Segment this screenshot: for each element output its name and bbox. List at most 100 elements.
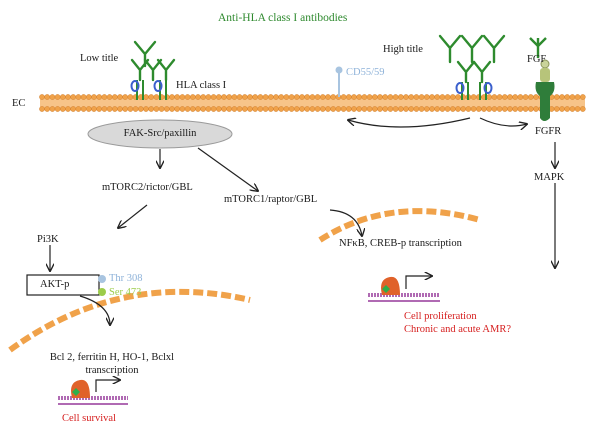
membrane-lipid-head (39, 94, 45, 100)
membrane-lipid-head (262, 106, 269, 112)
membrane-lipid-head (554, 106, 560, 112)
membrane-lipid-head (325, 94, 331, 100)
membrane-lipid-head (423, 106, 430, 112)
membrane-lipid-head (325, 106, 331, 112)
membrane-lipid-head (231, 106, 238, 112)
membrane-lipid-head (413, 94, 420, 100)
membrane-lipid-head (512, 106, 519, 112)
hla-class-i-molecules-low (130, 80, 167, 100)
membrane-lipid-head (444, 106, 451, 112)
membrane-lipid-head (153, 94, 160, 100)
membrane-lipid-head (189, 106, 196, 112)
transcription-complex-proliferation (368, 276, 440, 302)
membrane-lipid-head (179, 94, 186, 100)
ser-473-label: Ser 473 (109, 287, 142, 298)
membrane-lipid-head (512, 94, 519, 100)
cd55-59-anchor (335, 66, 343, 97)
membrane-lipid-head (564, 106, 571, 112)
membrane-lipid-head (491, 106, 498, 112)
membrane-lipid-head (143, 106, 149, 112)
membrane-lipid-head (112, 106, 118, 112)
membrane-lipid-head (351, 106, 357, 112)
nfkb-creb-label: NFκB, CREB-p transcription (339, 238, 462, 249)
bcl2-genes-line1: Bcl 2, ferritin H, HO-1, Bclxl (49, 352, 175, 363)
membrane-lipid-head (179, 106, 186, 112)
nucleus-membrane-right (318, 208, 481, 243)
membrane-lipid-head (574, 94, 581, 100)
membrane-lipid-head (559, 106, 565, 112)
membrane-lipid-head (434, 94, 441, 100)
membrane-lipid-head (330, 94, 337, 100)
membrane-lipid-head (210, 94, 217, 100)
membrane-lipid-head (127, 94, 134, 100)
fgf-label: FGF (527, 54, 547, 65)
membrane-lipid-head (80, 94, 87, 100)
membrane-lipid-head (86, 106, 92, 112)
membrane-lipid-head (200, 106, 206, 112)
membrane-lipid-head (475, 106, 482, 112)
membrane-lipid-head (215, 106, 222, 112)
membrane-lipid-head (106, 94, 113, 100)
membrane-lipid-head (210, 106, 217, 112)
membrane-lipid-head (345, 94, 352, 100)
membrane-lipid-head (54, 94, 61, 100)
membrane-lipid-head (200, 94, 206, 100)
membrane-lipid-head (371, 94, 378, 100)
membrane-lipid-head (304, 94, 311, 100)
membrane-lipid-head (283, 106, 290, 112)
membrane-lipid-head (96, 94, 102, 100)
mtorc1-label: mTORC1/raptor/GBL (224, 194, 318, 205)
cell-membrane (39, 94, 586, 112)
membrane-lipid-head (413, 106, 420, 112)
membrane-lipid-head (434, 106, 441, 112)
fak-src-paxillin-label: FAK-Src/paxillin (123, 128, 197, 139)
fak-src-paxillin-oval (87, 119, 233, 149)
membrane-lipid-head (122, 94, 128, 100)
membrane-lipid-head (481, 106, 487, 112)
membrane-lipid-head (382, 106, 389, 112)
membrane-lipid-head (533, 94, 539, 100)
akt-p-label: AKT-p (40, 279, 70, 290)
membrane-lipid-head (148, 94, 154, 100)
membrane-lipid-head (517, 106, 524, 112)
membrane-lipid-head (507, 106, 513, 112)
membrane-lipid-head (335, 106, 342, 112)
membrane-lipid-head (252, 106, 258, 112)
membrane-lipid-head (554, 94, 560, 100)
membrane-lipid-head (439, 106, 446, 112)
pi3k-label: Pi3K (37, 234, 59, 245)
membrane-lipid-head (470, 94, 477, 100)
membrane-lipid-head (49, 106, 56, 112)
membrane-lipid-head (330, 106, 337, 112)
membrane-lipid-head (356, 106, 363, 112)
membrane-lipid-head (117, 106, 123, 112)
membrane-lipid-head (273, 106, 279, 112)
cell-survival-label: Cell survival (62, 413, 116, 424)
membrane-lipid-head (226, 94, 232, 100)
amr-label: Chronic and acute AMR? (404, 324, 512, 335)
membrane-lipid-head (522, 106, 529, 112)
membrane-lipid-head (319, 106, 326, 112)
membrane-lipid-head (299, 106, 305, 112)
membrane-lipid-head (163, 106, 170, 112)
membrane-lipid-head (195, 106, 201, 112)
high-titer-label: High title (383, 44, 423, 55)
membrane-lipid-head (54, 106, 61, 112)
membrane-lipid-head (236, 106, 243, 112)
thr-308-site (98, 275, 106, 283)
membrane-lipid-head (314, 106, 321, 112)
membrane-lipid-head (429, 106, 435, 112)
membrane-lipid-head (195, 94, 201, 100)
membrane-lipid-head (252, 94, 258, 100)
membrane-lipid-head (429, 94, 435, 100)
membrane-lipid-head (377, 94, 383, 100)
membrane-lipid-head (501, 94, 508, 100)
membrane-lipid-head (496, 94, 503, 100)
membrane-lipid-head (70, 106, 76, 112)
membrane-lipid-head (44, 106, 51, 112)
membrane-lipid-head (137, 106, 144, 112)
membrane-lipid-head (65, 94, 71, 100)
high-titer-antibodies (438, 34, 506, 84)
membrane-lipid-head (60, 106, 66, 112)
